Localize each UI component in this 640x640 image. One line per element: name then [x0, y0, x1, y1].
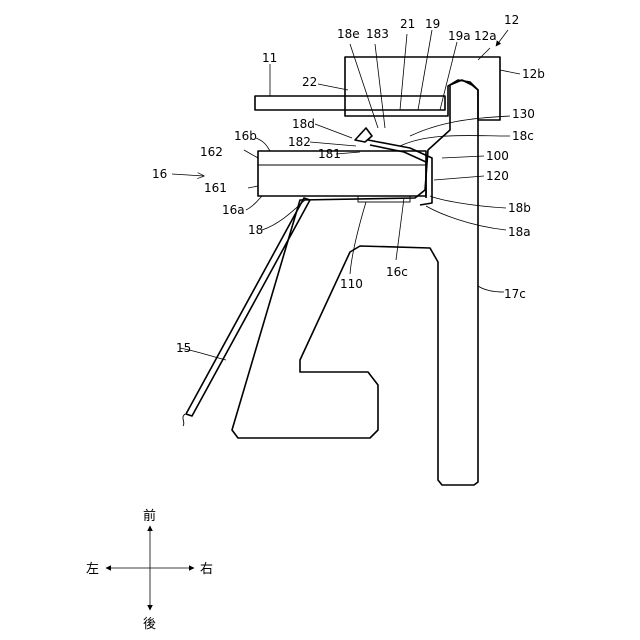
label-15: 15 [176, 341, 191, 355]
label-12: 12 [504, 13, 519, 27]
reference-labels: 12 12a 12b 11 22 18e 183 21 19 19a 130 1… [152, 13, 545, 355]
direction-front: 前 [143, 508, 156, 524]
direction-right: 右 [200, 562, 213, 577]
label-12b: 12b [522, 67, 545, 81]
direction-back: 後 [143, 617, 156, 632]
label-18b: 18b [508, 201, 531, 215]
label-12a: 12a [474, 29, 497, 43]
label-18d: 18d [292, 117, 315, 131]
label-183: 183 [366, 27, 389, 41]
label-17c: 17c [504, 287, 526, 301]
leader-lines [172, 30, 520, 360]
label-22: 22 [302, 75, 317, 89]
label-19: 19 [425, 17, 440, 31]
label-110: 110 [340, 277, 363, 291]
label-11: 11 [262, 51, 277, 65]
label-162: 162 [200, 145, 223, 159]
label-16a: 16a [222, 203, 245, 217]
label-21: 21 [400, 17, 415, 31]
label-18e: 18e [337, 27, 360, 41]
label-18c: 18c [512, 129, 534, 143]
label-120: 120 [486, 169, 509, 183]
direction-indicator: 前 後 左 右 [86, 508, 213, 632]
label-181: 181 [318, 147, 341, 161]
label-182: 182 [288, 135, 311, 149]
panel-11 [255, 96, 445, 110]
label-16c: 16c [386, 265, 408, 279]
label-19a: 19a [448, 29, 471, 43]
glass-16 [258, 151, 426, 196]
label-100: 100 [486, 149, 509, 163]
label-161: 161 [204, 181, 227, 195]
label-18a: 18a [508, 225, 531, 239]
label-18: 18 [248, 223, 263, 237]
label-16b: 16b [234, 129, 257, 143]
direction-left: 左 [86, 562, 99, 577]
label-130: 130 [512, 107, 535, 121]
label-16: 16 [152, 167, 167, 181]
